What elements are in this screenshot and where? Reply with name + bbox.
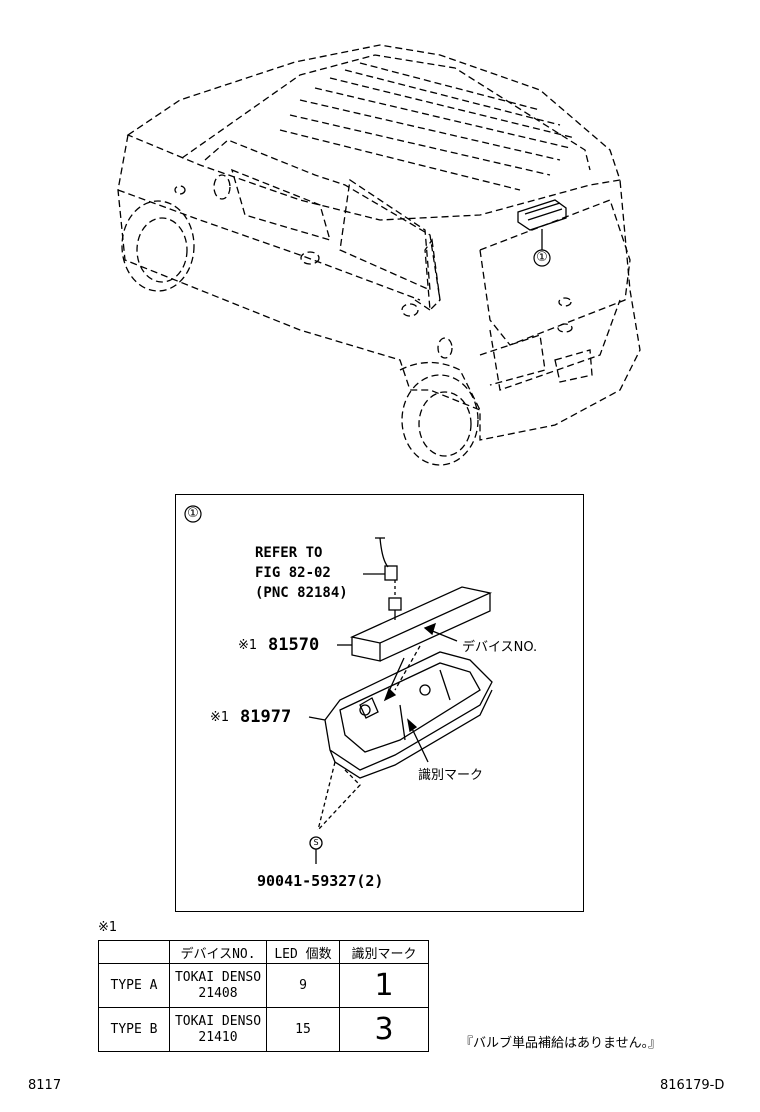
row-mark: 3 [339, 1007, 429, 1052]
callout-marker: ① [536, 250, 548, 265]
detail-marker: ① [187, 506, 199, 521]
row-led: 15 [266, 1007, 340, 1052]
row-type: TYPE B [98, 1007, 170, 1052]
vehicle-rear-gate [479, 199, 631, 346]
wire-harness [379, 537, 389, 568]
footer-left-code: 8117 [28, 1078, 62, 1093]
vehicle-front-door-window [231, 168, 331, 241]
vehicle-rear-door-window [339, 178, 431, 292]
part-1-prefix: ※1 [238, 638, 258, 653]
connector [384, 565, 398, 581]
row-mark: 1 [339, 963, 429, 1008]
refer-line-2: FIG 82-02 [255, 565, 331, 581]
vehicle-roof [126, 44, 621, 221]
refer-line-3: (PNC 82184) [255, 585, 348, 601]
device-no-label: デバイスNO. [462, 640, 538, 655]
header-led-count: LED 個数 [266, 940, 340, 964]
refer-line-1: REFER TO [255, 545, 323, 561]
part-1-number: 81570 [268, 635, 320, 655]
table-header-row: デバイスNO. LED 個数 識別マーク [98, 940, 429, 964]
lamp-housing [324, 651, 493, 771]
header-cell-empty [98, 940, 170, 964]
table-note: ※1 [98, 920, 118, 935]
screw-number: 90041-59327(2) [257, 872, 384, 890]
stop-light-on-vehicle [517, 199, 567, 231]
header-id-mark: 識別マーク [339, 940, 429, 964]
header-device-no: デバイスNO. [169, 940, 267, 964]
footer-right-code: 816179-D [660, 1078, 725, 1093]
remark-text: 『バルブ単品補給はありません。』 [460, 1036, 662, 1051]
led-bar [349, 586, 493, 644]
vehicle-front-wheel [121, 200, 195, 292]
row-type: TYPE A [98, 963, 170, 1008]
mark-label: 識別マーク [418, 768, 484, 783]
part-2-prefix: ※1 [210, 710, 230, 725]
callout-circle [533, 249, 551, 267]
part-2-number: 81977 [240, 707, 292, 727]
vehicle-rear-wheel [401, 374, 479, 466]
detail-frame [175, 494, 584, 912]
row-led: 9 [266, 963, 340, 1008]
screw-symbol: S [313, 838, 319, 847]
